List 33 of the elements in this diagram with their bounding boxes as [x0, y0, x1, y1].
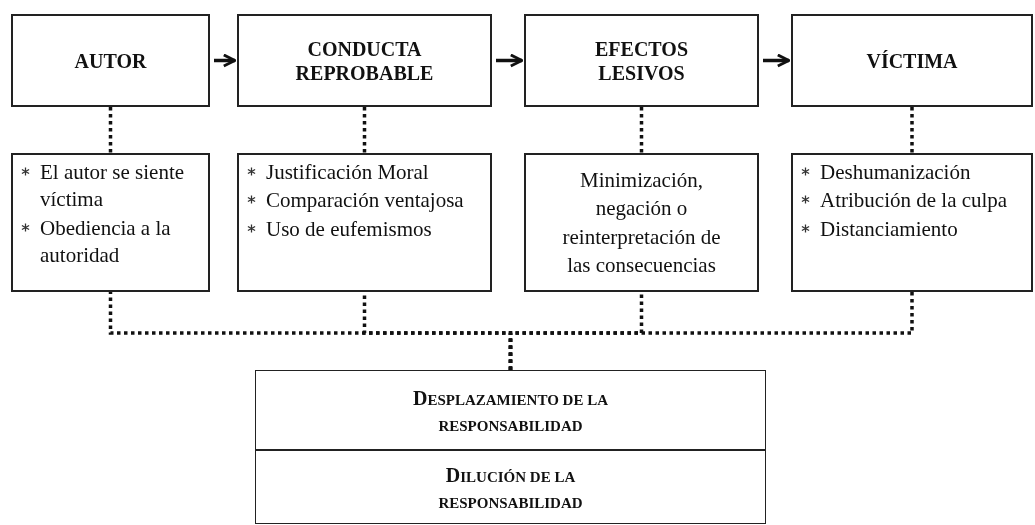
result-box [255, 450, 766, 524]
list-item-text: Atribución de la culpa [820, 187, 1009, 215]
description-box [524, 153, 759, 292]
result-box [255, 370, 766, 450]
arrow [496, 53, 524, 68]
arrow [214, 53, 237, 68]
list-item-text: El autor se siente víctima [40, 159, 186, 214]
description-box [237, 153, 492, 292]
stage-box [791, 14, 1033, 107]
list-item-text: Comparación ventajosa [266, 187, 465, 215]
list-item-text: Distanciamiento [820, 215, 959, 243]
stage-title: AUTOR [74, 48, 147, 73]
list-item-text: Obediencia a la autoridad [40, 214, 172, 269]
list-item-text: Justificación Moral [266, 159, 430, 186]
stage-title: EFECTOS LESIVOS [594, 36, 689, 85]
dotted-connector [639, 107, 644, 153]
result-text: DESPLAZAMIENTO DE LA RESPONSABILIDAD [411, 386, 609, 436]
list-item-text: Uso de eufemismos [266, 215, 433, 243]
stage-title: CONDUCTA REPROBABLE [294, 36, 435, 85]
stage-box [11, 14, 210, 107]
stage-box [237, 14, 492, 107]
list-item-text: Deshumanización [820, 159, 972, 186]
arrow [763, 53, 791, 68]
dotted-connector [910, 107, 914, 153]
dotted-connector [508, 292, 914, 370]
stage-title: VÍCTIMA [866, 48, 958, 73]
description-text: Minimización, negación o reinterpretación de las consecuencias [561, 166, 722, 279]
dotted-connector [108, 107, 113, 153]
dotted-connector [362, 107, 367, 153]
result-text: DILUCIÓN DE LA RESPONSABILIDAD [437, 463, 584, 513]
description-box [11, 153, 210, 292]
description-box [791, 153, 1033, 292]
stage-box [524, 14, 759, 107]
